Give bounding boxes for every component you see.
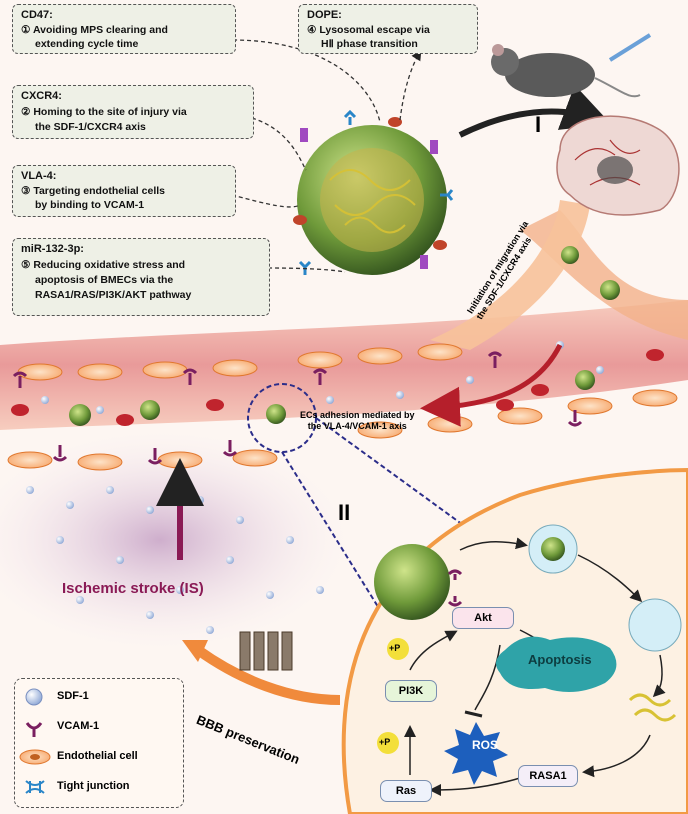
red-blood-cells bbox=[11, 349, 664, 426]
sphere-icon bbox=[25, 688, 43, 706]
step-two-label: II bbox=[338, 500, 351, 525]
nanoparticle-small bbox=[140, 400, 160, 420]
nanoparticle-core bbox=[320, 148, 424, 252]
dope-title: DOPE: bbox=[307, 9, 342, 21]
legend-label: Endothelial cell bbox=[57, 750, 138, 762]
legend: SDF-1 VCAM-1 Endothelial cell Tight junc… bbox=[14, 678, 184, 808]
dope-line2: HⅡ phase transition bbox=[321, 38, 418, 50]
cxcr4-line1: ② Homing to the site of injury via bbox=[21, 106, 187, 118]
mirna-line1: ⑤ Reducing oxidative stress and bbox=[21, 259, 186, 271]
legend-item-vcam1: VCAM-1 bbox=[23, 717, 99, 739]
nanoparticle-small bbox=[600, 280, 620, 300]
ros-star bbox=[444, 722, 508, 785]
adhesion-line1: ECs adhesion mediated by bbox=[300, 410, 415, 420]
bbb-arrow bbox=[195, 645, 341, 705]
mirna-line3: RASA1/RAS/PI3K/AKT pathway bbox=[35, 289, 192, 301]
nanoparticle-small bbox=[69, 404, 91, 426]
dope-line1: ④ Lysosomal escape via bbox=[307, 24, 430, 36]
akt-node: Akt bbox=[452, 607, 514, 629]
cd47-box: CD47: ① Avoiding MPS clearing and extend… bbox=[12, 4, 236, 54]
mouse-illustration bbox=[491, 33, 652, 98]
barrier-wall-icon bbox=[239, 631, 293, 671]
bbb-arrowhead bbox=[182, 640, 208, 662]
adhesion-line2: the VLA-4/VCAM-1 axis bbox=[307, 421, 407, 431]
vla4-line2: by binding to VCAM-1 bbox=[35, 199, 145, 211]
legend-label: Tight junction bbox=[57, 780, 130, 792]
dope-box: DOPE: ④ Lysosomal escape via HⅡ phase tr… bbox=[298, 4, 478, 54]
phospho-circle bbox=[387, 638, 409, 660]
nanoparticle-small bbox=[575, 370, 595, 390]
inhibit-bar bbox=[464, 710, 483, 718]
legend-item-junction: Tight junction bbox=[23, 777, 130, 799]
apoptosis-shape bbox=[496, 636, 617, 692]
nanoparticle-small bbox=[561, 246, 579, 264]
phospho-label-2: +P bbox=[379, 737, 391, 747]
junction-icon bbox=[25, 780, 45, 794]
adhesion-label: ECs adhesion mediated by the VLA-4/VCAM-… bbox=[300, 410, 415, 432]
stroke-label: Ischemic stroke (IS) bbox=[62, 580, 204, 597]
vla4-box: VLA-4: ③ Targeting endothelial cells by … bbox=[12, 165, 236, 217]
legend-item-endothelial: Endothelial cell bbox=[19, 747, 138, 769]
ros-label: ROS bbox=[472, 738, 499, 752]
mirna-box: miR-132-3p: ⑤ Reducing oxidative stress … bbox=[12, 238, 270, 316]
stroke-region bbox=[0, 430, 350, 650]
released-vesicle bbox=[628, 598, 682, 652]
rasa1-node: RASA1 bbox=[518, 765, 578, 787]
mirna-line2: apoptosis of BMECs via the bbox=[35, 274, 174, 286]
endosome-np bbox=[541, 537, 565, 561]
mirna-strands bbox=[329, 169, 416, 234]
zoom-line bbox=[281, 451, 381, 611]
cxcr4-title: CXCR4: bbox=[21, 90, 62, 102]
step-one-label: I bbox=[535, 112, 542, 137]
receptor-icon bbox=[25, 722, 43, 737]
cd47-line1: ① Avoiding MPS clearing and bbox=[21, 24, 168, 36]
vla4-title: VLA-4: bbox=[21, 170, 57, 182]
cd47-title: CD47: bbox=[21, 9, 53, 21]
brain-illustration bbox=[556, 115, 680, 216]
arrow-step-one bbox=[458, 84, 612, 138]
cell-icon bbox=[19, 749, 51, 765]
phospho-circle bbox=[377, 732, 399, 754]
legend-item-sdf1: SDF-1 bbox=[23, 687, 89, 709]
vcam-receptors bbox=[12, 351, 583, 465]
legend-label: VCAM-1 bbox=[57, 720, 100, 732]
vessel-branch-2 bbox=[430, 200, 590, 350]
mirna-title: miR-132-3p: bbox=[21, 243, 84, 255]
cxcr4-box: CXCR4: ② Homing to the site of injury vi… bbox=[12, 85, 254, 139]
nanoparticle-docking bbox=[374, 544, 450, 620]
cxcr4-line2: the SDF-1/CXCR4 axis bbox=[35, 121, 146, 133]
blood-vessel bbox=[0, 300, 688, 430]
apoptosis-label: Apoptosis bbox=[528, 652, 592, 667]
pi3k-node: PI3K bbox=[385, 680, 437, 702]
vcam-docking bbox=[447, 569, 463, 607]
vla4-line1: ③ Targeting endothelial cells bbox=[21, 185, 165, 197]
cd47-line2: extending cycle time bbox=[35, 38, 139, 50]
connector-lines bbox=[223, 34, 422, 274]
nanoparticle-small bbox=[266, 404, 286, 424]
surface-proteins bbox=[293, 109, 454, 275]
ras-node: Ras bbox=[380, 780, 432, 802]
phospho-label-1: +P bbox=[389, 643, 401, 653]
mirna-released bbox=[628, 693, 677, 722]
legend-label: SDF-1 bbox=[57, 690, 89, 702]
migration-arrow bbox=[420, 343, 563, 427]
